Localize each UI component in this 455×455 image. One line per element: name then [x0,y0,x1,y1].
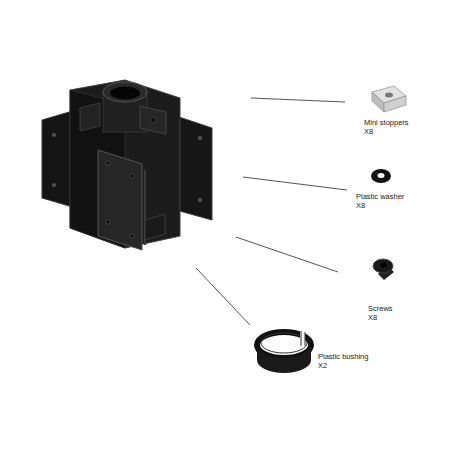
screw-icon [373,259,394,280]
quantity: X8 [364,127,373,136]
quantity: X8 [356,201,365,210]
leader-lines [196,98,347,325]
part-name: Plastic washer [356,192,404,201]
part-name: Screws [368,304,393,313]
part-name: Plastic bushing [318,352,368,361]
bushing-icon [257,330,311,373]
mini-stopper-icon [372,86,406,112]
quantity: X2 [318,361,327,370]
washer-icon [371,169,391,183]
quantity: X8 [368,313,377,322]
mount-bracket [42,80,212,250]
part-name: Mini stoppers [364,118,409,127]
